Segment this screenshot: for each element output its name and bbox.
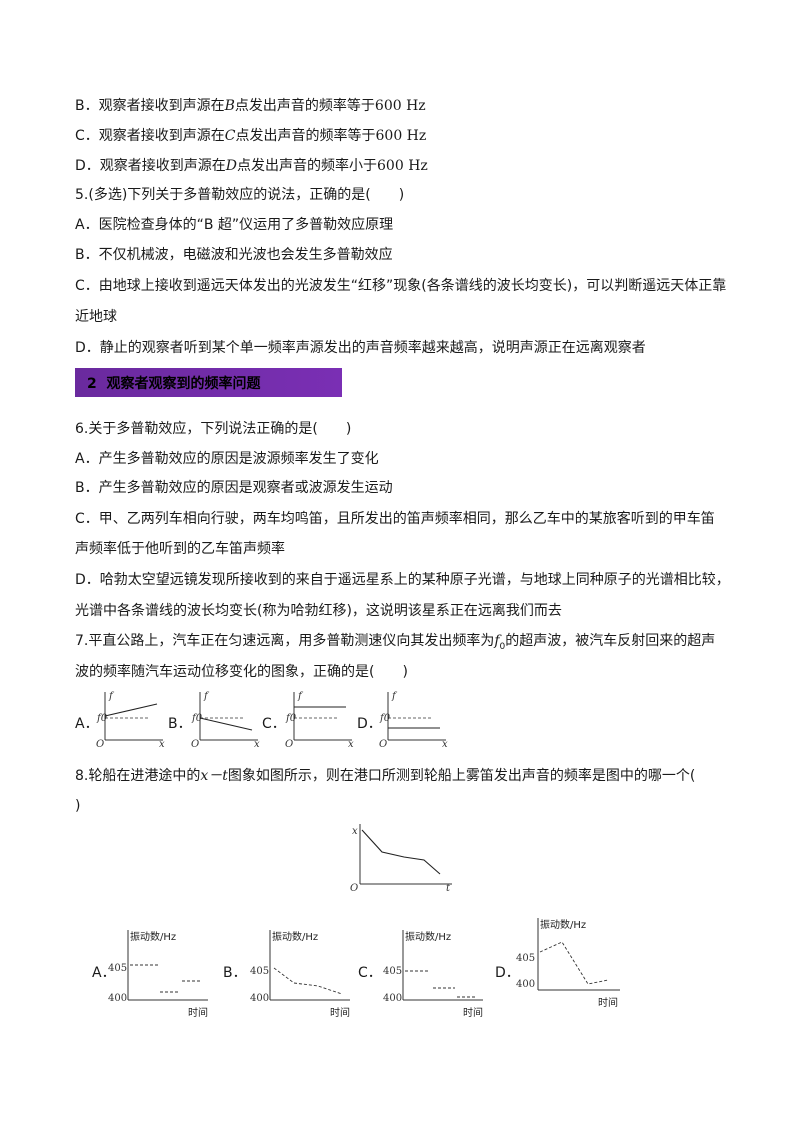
q7-stem-line2: 波的频率随汽车运动位移变化的图象，正确的是( ) bbox=[75, 664, 408, 680]
q7-stem-line1: 7.平直公路上，汽车正在匀速远离，用多普勒测速仪向其发出频率为f0的超声波，被汽… bbox=[75, 633, 716, 652]
section-title: 2 观察者观察到的频率问题 bbox=[87, 376, 261, 392]
q8-graph-b: 振动数/Hz 405 400 时间 bbox=[250, 928, 356, 1020]
svg-text:O: O bbox=[285, 739, 293, 748]
svg-text:O: O bbox=[191, 739, 199, 748]
q5-option-b: B．不仅机械波，电磁波和光波也会发生多普勒效应 bbox=[75, 247, 393, 263]
svg-text:400: 400 bbox=[516, 979, 535, 990]
q6-option-d-line1: D．哈勃太空望远镜发现所接收到的来自于遥远星系上的某种原子光谱，与地球上同种原子… bbox=[75, 572, 730, 588]
svg-text:f0: f0 bbox=[191, 713, 203, 724]
q8-stem-line2: ) bbox=[75, 798, 81, 814]
svg-text:400: 400 bbox=[108, 993, 127, 1004]
svg-text:O: O bbox=[350, 883, 358, 892]
q7-graph-a: f x O f0 bbox=[95, 690, 167, 748]
svg-text:x: x bbox=[348, 739, 354, 748]
q8-option-a-label: A． bbox=[92, 965, 116, 981]
q6-stem: 6.关于多普勒效应，下列说法正确的是( ) bbox=[75, 421, 352, 437]
svg-text:400: 400 bbox=[383, 993, 402, 1004]
q7-option-b-label: B． bbox=[168, 716, 192, 732]
q5-option-c-line1: C．由地球上接收到遥远天体发出的光波发生“红移”现象(各条谱线的波长均变长)，可… bbox=[75, 278, 727, 294]
svg-text:f: f bbox=[391, 691, 398, 702]
svg-text:时间: 时间 bbox=[188, 1006, 208, 1019]
q4-option-d: D．观察者接收到声源在D点发出声音的频率小于600 Hz bbox=[75, 158, 428, 174]
q7-option-c-label: C． bbox=[262, 716, 286, 732]
q7-graph-c: f x O f0 bbox=[284, 690, 356, 748]
svg-text:O: O bbox=[96, 739, 104, 748]
q5-option-d: D．静止的观察者听到某个单一频率声源发出的声音频率越来越高，说明声源正在远离观察… bbox=[75, 340, 646, 356]
svg-text:f0: f0 bbox=[285, 713, 297, 724]
q6-option-d-line2: 光谱中各条谱线的波长均变长(称为哈勃红移)，这说明该星系正在远离我们而去 bbox=[75, 603, 562, 619]
q7-graph-d: f x O f0 bbox=[378, 690, 450, 748]
section-banner: 2 观察者观察到的频率问题 bbox=[75, 368, 342, 397]
svg-text:振动数/Hz: 振动数/Hz bbox=[405, 930, 451, 943]
q5-stem: 5.(多选)下列关于多普勒效应的说法，正确的是( ) bbox=[75, 187, 405, 203]
q8-graph-a: 振动数/Hz 405 400 时间 bbox=[108, 928, 214, 1020]
svg-text:时间: 时间 bbox=[463, 1006, 483, 1019]
svg-text:f0: f0 bbox=[96, 713, 108, 724]
q6-option-c-line2: 声频率低于他听到的乙车笛声频率 bbox=[75, 541, 285, 557]
q4-option-b: B．观察者接收到声源在B点发出声音的频率等于600 Hz bbox=[75, 98, 426, 114]
svg-text:x: x bbox=[159, 739, 165, 748]
svg-text:f: f bbox=[297, 691, 304, 702]
svg-text:x: x bbox=[442, 739, 448, 748]
svg-text:振动数/Hz: 振动数/Hz bbox=[540, 918, 586, 931]
q6-option-c-line1: C．甲、乙两列车相向行驶，两车均鸣笛，且所发出的笛声频率相同，那么乙车中的某旅客… bbox=[75, 511, 715, 527]
q8-option-b-label: B． bbox=[223, 965, 247, 981]
svg-text:f: f bbox=[108, 691, 115, 702]
svg-text:405: 405 bbox=[108, 963, 127, 974]
svg-text:时间: 时间 bbox=[330, 1006, 350, 1019]
q8-graph-d: 振动数/Hz 405 400 时间 bbox=[516, 916, 626, 1008]
svg-text:405: 405 bbox=[516, 953, 535, 964]
q8-option-c-label: C． bbox=[358, 965, 382, 981]
svg-text:400: 400 bbox=[250, 993, 269, 1004]
svg-text:时间: 时间 bbox=[598, 996, 618, 1008]
q7-option-a-label: A． bbox=[75, 716, 99, 732]
q6-option-b: B．产生多普勒效应的原因是观察者或波源发生运动 bbox=[75, 480, 393, 496]
svg-text:405: 405 bbox=[383, 966, 402, 977]
svg-text:f0: f0 bbox=[379, 713, 391, 724]
q8-option-d-label: D． bbox=[495, 965, 520, 981]
q5-option-a: A．医院检查身体的“B 超”仪运用了多普勒效应原理 bbox=[75, 217, 394, 233]
q8-xt-graph: x t O bbox=[340, 820, 455, 892]
svg-text:405: 405 bbox=[250, 966, 269, 977]
q7-option-d-label: D． bbox=[357, 716, 382, 732]
svg-text:振动数/Hz: 振动数/Hz bbox=[130, 930, 176, 943]
q8-stem-line1: 8.轮船在进港途中的x－t图象如图所示，则在港口所测到轮船上雾笛发出声音的频率是… bbox=[75, 768, 696, 784]
q5-option-c-line2: 近地球 bbox=[75, 309, 117, 325]
svg-text:x: x bbox=[352, 826, 358, 837]
q4-option-c: C．观察者接收到声源在C点发出声音的频率等于600 Hz bbox=[75, 128, 427, 144]
svg-text:O: O bbox=[379, 739, 387, 748]
svg-text:振动数/Hz: 振动数/Hz bbox=[272, 930, 318, 943]
svg-text:t: t bbox=[446, 883, 451, 892]
q7-graph-b: f x O f0 bbox=[190, 690, 262, 748]
svg-text:x: x bbox=[254, 739, 260, 748]
q8-graph-c: 振动数/Hz 405 400 时间 bbox=[383, 928, 489, 1020]
q6-option-a: A．产生多普勒效应的原因是波源频率发生了变化 bbox=[75, 451, 379, 467]
svg-text:f: f bbox=[203, 691, 210, 702]
